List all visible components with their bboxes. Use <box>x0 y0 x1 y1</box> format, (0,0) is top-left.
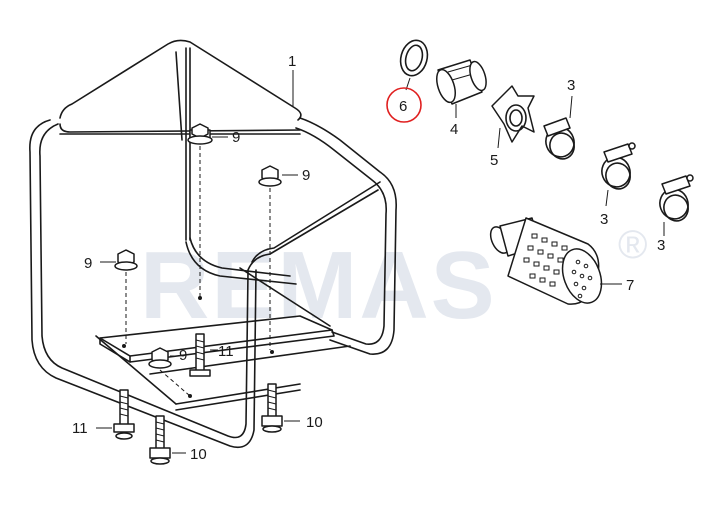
hose-band-top <box>543 95 575 160</box>
callout-9-middle: 9 <box>302 167 310 184</box>
callout-4-coupling: 4 <box>450 121 458 138</box>
bolt-10-bottom <box>149 415 186 465</box>
callout-5-joint-nut: 5 <box>490 152 498 169</box>
highlight-circle <box>386 87 422 123</box>
callout-3-middle: 3 <box>600 211 608 228</box>
callout-11-center: 11 <box>218 343 234 360</box>
flange-nut-middle <box>258 165 298 350</box>
bolt-10-right <box>261 383 300 433</box>
bolt-11-center <box>189 333 218 377</box>
bolt-11-left <box>96 389 135 440</box>
callout-6-gasket: 6 <box>399 98 407 115</box>
callout-3-top: 3 <box>567 77 575 94</box>
callout-11-left: 11 <box>72 420 88 437</box>
callout-10-right: 10 <box>306 414 323 431</box>
joint-nut-part <box>491 85 535 149</box>
flange-nut-left <box>100 249 138 344</box>
callout-10-bottom: 10 <box>190 446 207 463</box>
strainer-part <box>489 217 622 305</box>
hose-band-right <box>659 174 694 236</box>
callout-9-lower: 9 <box>179 347 187 364</box>
gasket-part <box>386 39 429 123</box>
flange-nut-lower <box>148 347 191 397</box>
strainer-holes <box>523 233 593 299</box>
callout-9-top: 9 <box>232 129 240 146</box>
callout-7-strainer: 7 <box>626 277 634 294</box>
hose-coupling-part <box>436 59 487 118</box>
hose-band-middle <box>601 142 636 207</box>
watermark-brand: REMAS <box>140 232 497 339</box>
watermark-registered-mark: ® <box>618 223 647 267</box>
callout-3-right: 3 <box>657 237 665 254</box>
callout-9-left: 9 <box>84 255 92 272</box>
frame-part <box>29 39 397 449</box>
flange-nut-top <box>187 123 228 300</box>
watermark: REMAS ® <box>140 223 647 339</box>
callout-1-frame: 1 <box>288 53 296 70</box>
